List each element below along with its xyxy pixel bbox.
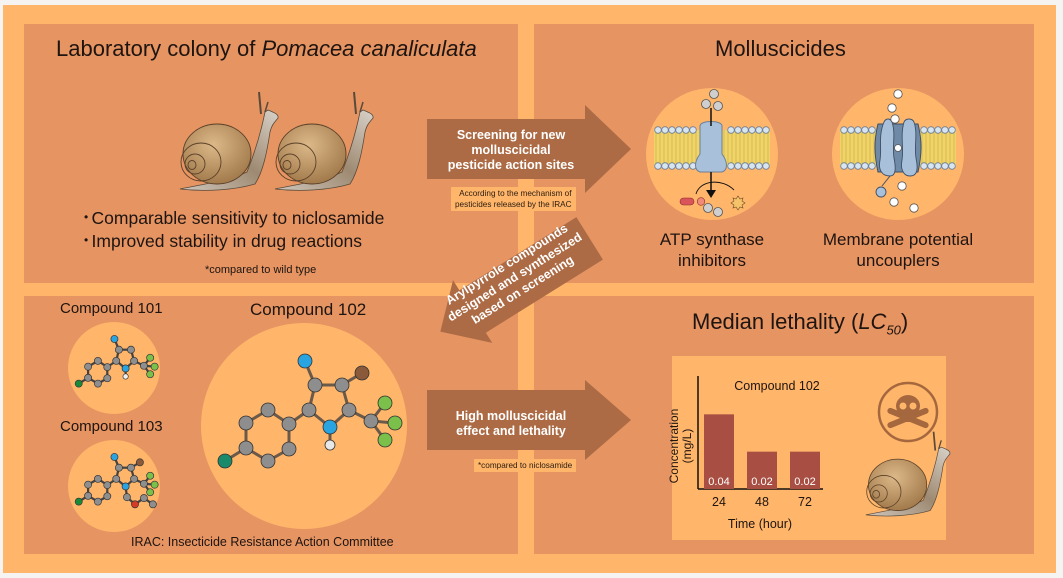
molecule-icon (74, 453, 159, 509)
x-tick-label: 24 (712, 495, 726, 509)
uncoupler-membrane-icon (840, 89, 956, 213)
colony-title-text: Laboratory colony of (56, 36, 262, 61)
atp-synthase-membrane-icon (654, 89, 770, 217)
skull-crossbones-icon (877, 381, 939, 443)
irac-footnote: IRAC: Insecticide Resistance Action Comm… (131, 535, 394, 549)
atp-synthase-label-line1: ATP synthase (659, 230, 765, 249)
colony-title: Laboratory colony of Pomacea canaliculat… (56, 36, 477, 62)
molecule-icon (74, 335, 159, 388)
colony-title-species: Pomacea canaliculata (261, 36, 477, 61)
snail-icon (179, 91, 280, 192)
lethality-title-sub: 50 (886, 322, 901, 338)
molecule-icon (217, 353, 403, 469)
effect-line2: effect and lethality (456, 424, 566, 438)
bar-48 (747, 451, 777, 489)
lethality-title-text: Median lethality ( (692, 309, 859, 334)
bar-value-label: 0.02 (794, 476, 815, 488)
compound-101-label: Compound 101 (60, 300, 163, 317)
chart-title: Compound 102 (734, 379, 820, 393)
screening-tag: According to the mechanism of pesticides… (451, 187, 576, 211)
compound-103-label: Compound 103 (60, 418, 163, 435)
effect-arrow-text: High molluscicidal effect and lethality (436, 409, 586, 439)
screening-arrow-text: Screening for new molluscicidal pesticid… (436, 128, 586, 173)
x-tick-label: 48 (755, 495, 769, 509)
lethality-title-lc: LC (858, 309, 887, 334)
bar-value-label: 0.04 (708, 476, 729, 488)
bar-24 (704, 414, 734, 489)
lc50-bar-chart: Compound 102 Concentration (mg/L) Time (… (667, 376, 823, 531)
y-axis-label-units: (mg/L) (680, 429, 694, 464)
lethality-title-close: ) (900, 309, 909, 334)
bar-value-label: 0.02 (751, 476, 772, 488)
colony-footnote: *compared to wild type (205, 264, 317, 276)
effect-line1: High molluscicidal (455, 409, 567, 423)
snail-pair-illustration (179, 91, 375, 192)
screening-line2: molluscicidal (471, 143, 551, 157)
snail-icon (274, 91, 375, 192)
effect-arrow (427, 380, 631, 460)
molluscicides-title: Molluscicides (715, 36, 846, 61)
colony-bullets: Comparable sensitivity to niclosamide Im… (84, 206, 385, 252)
effect-tag: *compared to niclosamide (474, 459, 577, 472)
screening-line3: pesticide action sites (447, 158, 575, 172)
y-axis-label: Concentration (667, 409, 681, 484)
atp-synthase-label-line2: inhibitors (677, 251, 747, 270)
screening-arrow (427, 105, 631, 193)
x-tick-label: 72 (798, 495, 812, 509)
snail-icon (864, 430, 951, 517)
uncoupler-label-line1: Membrane potential (822, 230, 974, 249)
screening-line1: Screening for new (456, 128, 566, 142)
compound-102-label: Compound 102 (250, 300, 367, 319)
bullet-item: Improved stability in drug reactions (84, 229, 384, 252)
screening-tag-line1: According to the mechanism of (459, 189, 572, 198)
bullet-item: Comparable sensitivity to niclosamide (84, 206, 385, 229)
lethality-title: Median lethality (LC50) (692, 309, 908, 337)
bar-72 (790, 451, 820, 489)
uncoupler-label-line2: uncouplers (856, 251, 940, 270)
screening-tag-line2: pesticides released by the IRAC (455, 200, 572, 209)
atp-synthase-label: ATP synthase inhibitors (626, 229, 798, 271)
design-arrow (440, 217, 603, 343)
x-axis-label: Time (hour) (728, 517, 792, 531)
uncoupler-label: Membrane potential uncouplers (812, 229, 984, 271)
